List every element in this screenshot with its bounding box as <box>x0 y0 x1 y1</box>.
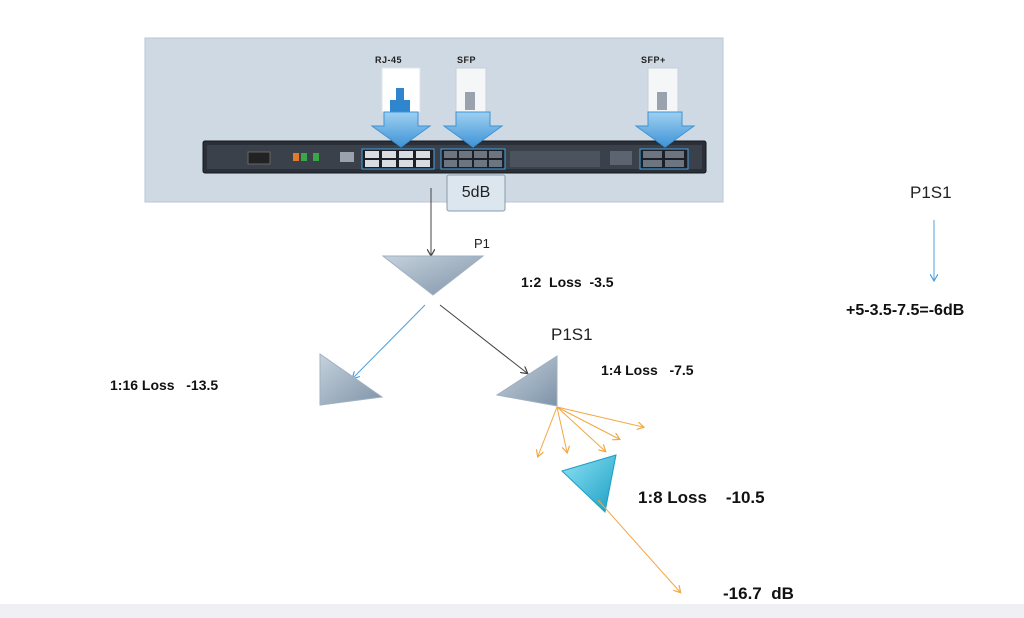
bottom-band <box>0 604 1024 618</box>
sfp-ports <box>440 148 506 170</box>
rj45-arrow <box>370 67 432 148</box>
input-power-box <box>446 174 506 212</box>
splitter-p1-name: P1 <box>474 236 490 251</box>
sfp-plus-label: SFP+ <box>641 55 666 65</box>
rj45-label: RJ-45 <box>375 55 403 65</box>
splitter-cyan-loss: 1:8 Loss -10.5 <box>638 488 765 507</box>
output-power: -16.7 dB <box>723 584 794 603</box>
switch-chassis <box>202 140 707 174</box>
sfp-arrow <box>442 67 504 148</box>
sfp-label: SFP <box>457 55 477 65</box>
sfp-plus-arrow <box>634 67 696 148</box>
sfp-plus-ports <box>639 148 689 170</box>
splitter-p1s1 <box>495 355 558 407</box>
splitter-p1s1-loss: 1:4 Loss -7.5 <box>601 362 694 378</box>
p1s1-fanout <box>538 406 643 456</box>
side-calc-title: P1S1 <box>910 183 952 202</box>
p1-to-p1s1-line <box>439 304 527 373</box>
p1-to-left-line <box>353 304 426 378</box>
splitter-p1-loss: 1:2 Loss -3.5 <box>521 274 614 290</box>
rj45-ports <box>361 148 435 170</box>
splitter-p1 <box>381 255 485 296</box>
splitter-p1s1-name: P1S1 <box>551 325 593 344</box>
splitter-cyan <box>561 454 617 513</box>
device-panel <box>144 37 724 203</box>
side-calc-formula: +5-3.5-7.5=-6dB <box>846 302 965 319</box>
splitter-left <box>319 353 384 406</box>
output-line <box>597 499 680 592</box>
splitter-left-loss: 1:16 Loss -13.5 <box>110 377 219 393</box>
input-power-value: 5dB <box>461 184 491 201</box>
